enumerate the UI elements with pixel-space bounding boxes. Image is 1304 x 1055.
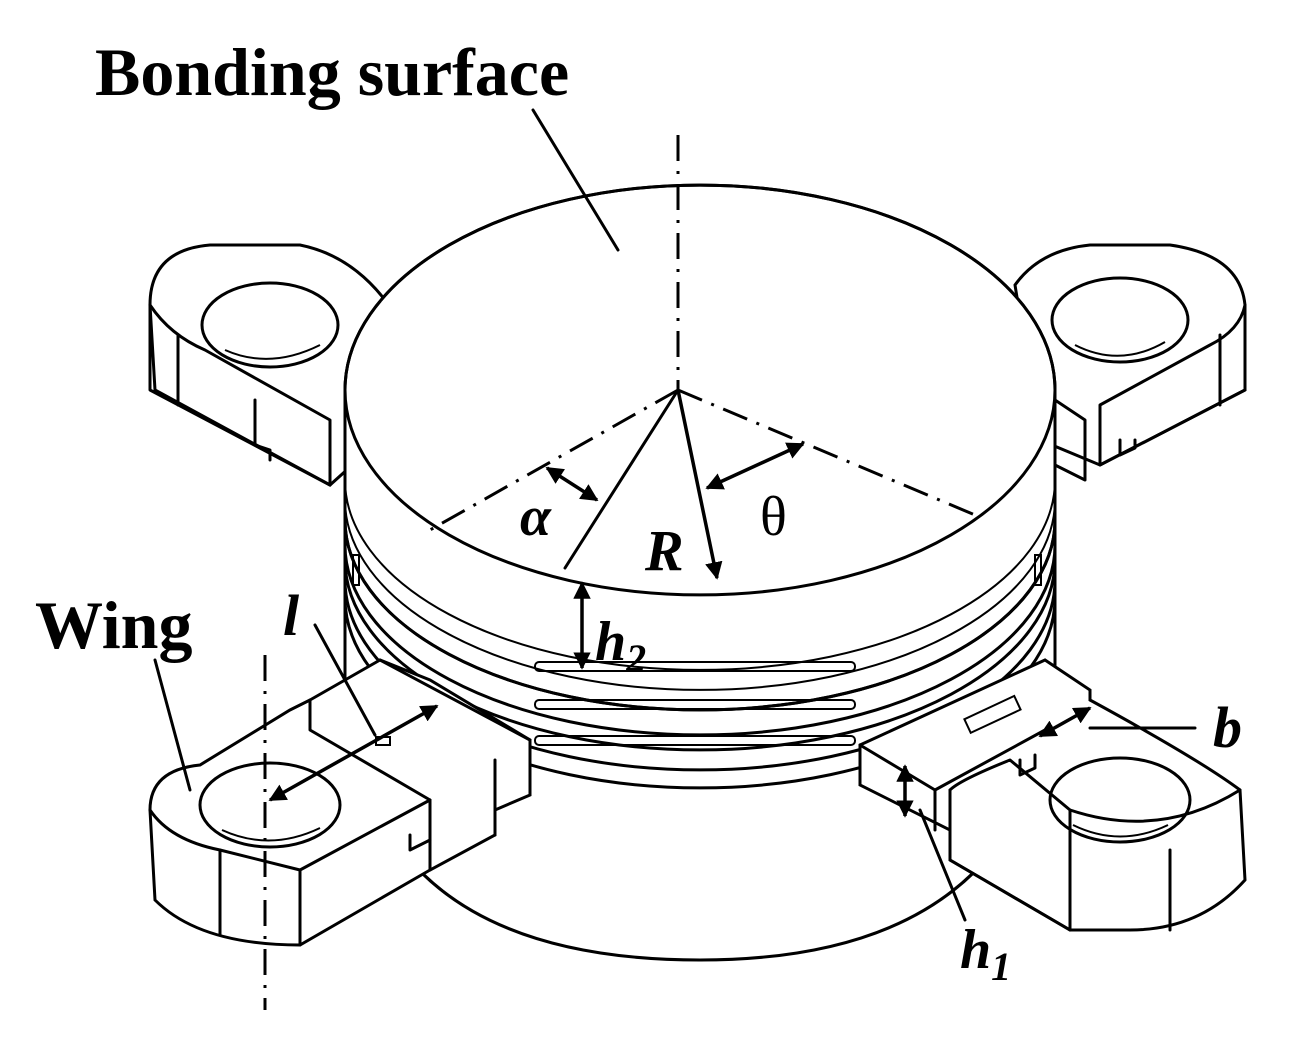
leader-lines — [153, 108, 1197, 922]
h2-label: h2 — [595, 611, 646, 681]
wing-front-right — [858, 658, 1247, 932]
l-label: l — [283, 583, 300, 648]
theta-label: θ — [760, 486, 787, 548]
h1-main: h — [960, 919, 991, 981]
top-disk — [343, 183, 1057, 790]
wing-back-right — [1013, 243, 1247, 482]
radius-label: R — [644, 518, 684, 583]
bonding-surface-label: Bonding surface — [95, 34, 569, 110]
wing-label: Wing — [35, 587, 192, 663]
h1-subscript: 1 — [991, 944, 1011, 989]
b-label: b — [1213, 695, 1242, 760]
h1-label: h1 — [960, 919, 1011, 989]
h2-subscript: 2 — [625, 636, 646, 681]
h2-main: h — [595, 611, 626, 673]
alpha-label: α — [520, 486, 552, 548]
dimension-lines — [268, 388, 1092, 818]
center-axes — [263, 135, 976, 1010]
